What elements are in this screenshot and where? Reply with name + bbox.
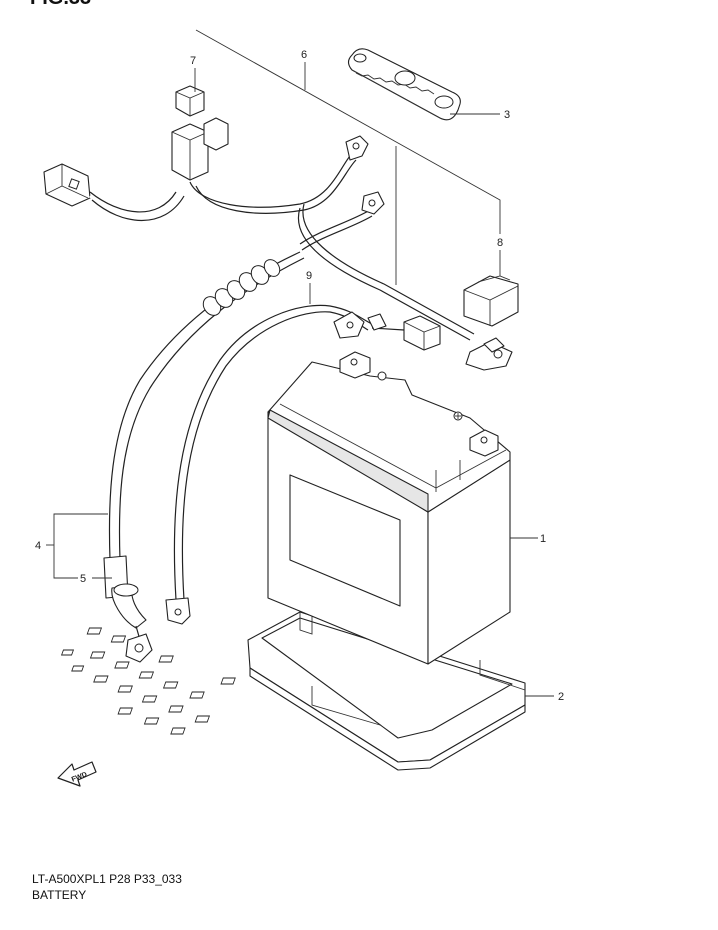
callout-3: 3 [504, 109, 510, 121]
ground-cable [165, 304, 441, 625]
diagram-title: BATTERY [32, 888, 87, 902]
main-harness [43, 85, 513, 371]
callout-1: 1 [540, 533, 546, 545]
model-code: LT-A500XPL1 P28 P33_033 [32, 872, 182, 886]
callout-2: 2 [558, 691, 564, 703]
fuse-cover [463, 275, 519, 327]
battery [267, 351, 511, 665]
leader-lines [46, 29, 554, 697]
callout-7: 7 [190, 55, 196, 67]
callout-9: 9 [306, 270, 312, 282]
battery-band [347, 48, 461, 121]
callout-5: 5 [80, 573, 86, 585]
callout-8: 8 [497, 237, 503, 249]
callout-4: 4 [35, 540, 41, 552]
figure-label: FIG.33 [30, 0, 91, 9]
fwd-arrow-icon: FWD [57, 761, 97, 787]
callout-6: 6 [301, 49, 307, 61]
callout-numbers: 1 2 3 4 5 6 7 8 9 [35, 49, 564, 703]
starter-cable [103, 251, 305, 663]
battery-tray [60, 611, 526, 771]
